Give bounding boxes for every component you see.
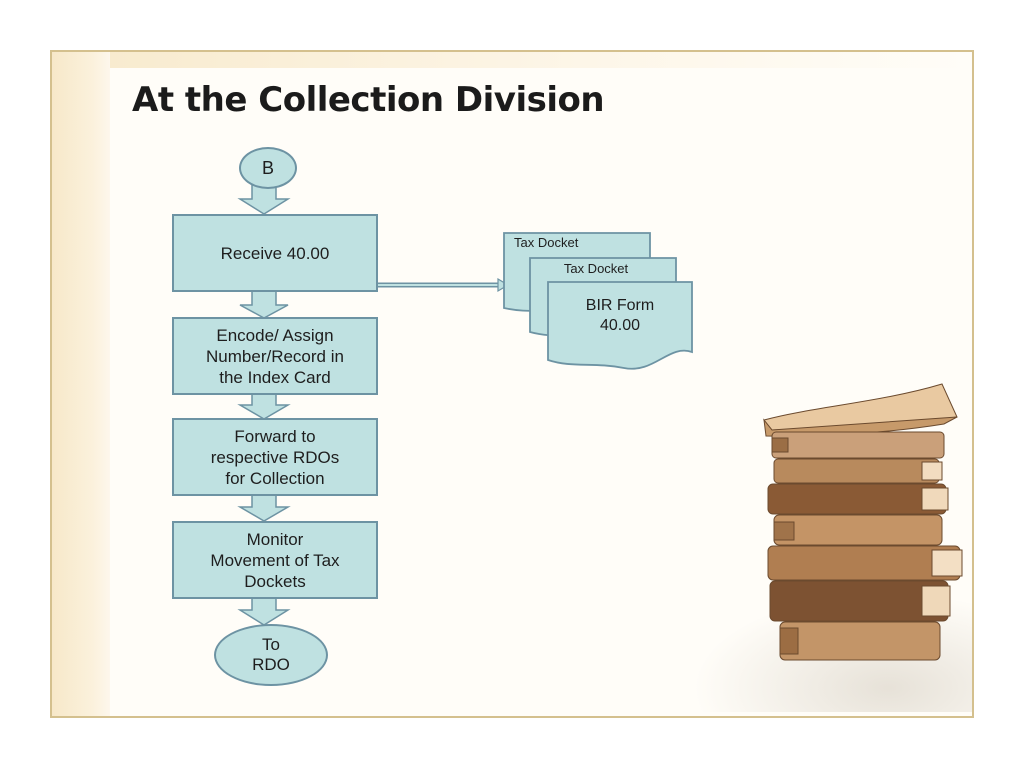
step-forward-label: Forward to respective RDOs for Collectio… bbox=[210, 426, 340, 488]
start-connector-oval: B bbox=[239, 147, 297, 189]
left-accent-band bbox=[52, 52, 110, 716]
document-shape-3 bbox=[547, 281, 693, 370]
arrow-monitor-to-rdo bbox=[237, 597, 291, 626]
end-connector-label: To RDO bbox=[252, 635, 290, 674]
flow-arrows bbox=[237, 184, 693, 626]
document-label-2: Tax Docket bbox=[563, 261, 629, 276]
step-receive: Receive 40.00 bbox=[172, 214, 378, 292]
stack-of-books-image bbox=[763, 383, 963, 661]
arrow-forward-to-monitor bbox=[237, 494, 291, 522]
step-encode: Encode/ Assign Number/Record in the Inde… bbox=[172, 317, 378, 395]
slide-canvas: At the Collection Division B Receive 40.… bbox=[50, 50, 974, 718]
arrow-receive-to-documents bbox=[378, 277, 510, 293]
step-receive-label: Receive 40.00 bbox=[220, 243, 330, 263]
start-connector-label: B bbox=[261, 157, 274, 178]
step-monitor-label: Monitor Movement of Tax Dockets bbox=[210, 529, 340, 591]
step-encode-label: Encode/ Assign Number/Record in the Inde… bbox=[206, 325, 344, 387]
slide-title: At the Collection Division bbox=[132, 80, 605, 120]
document-label-3: BIR Form 40.00 bbox=[585, 297, 655, 334]
arrow-encode-to-forward bbox=[237, 392, 291, 420]
end-connector-oval: To RDO bbox=[214, 624, 328, 686]
top-accent-glow bbox=[110, 52, 972, 68]
step-forward: Forward to respective RDOs for Collectio… bbox=[172, 418, 378, 496]
step-monitor: Monitor Movement of Tax Dockets bbox=[172, 521, 378, 599]
document-label-1: Tax Docket bbox=[514, 235, 579, 250]
arrow-receive-to-encode bbox=[239, 290, 289, 319]
